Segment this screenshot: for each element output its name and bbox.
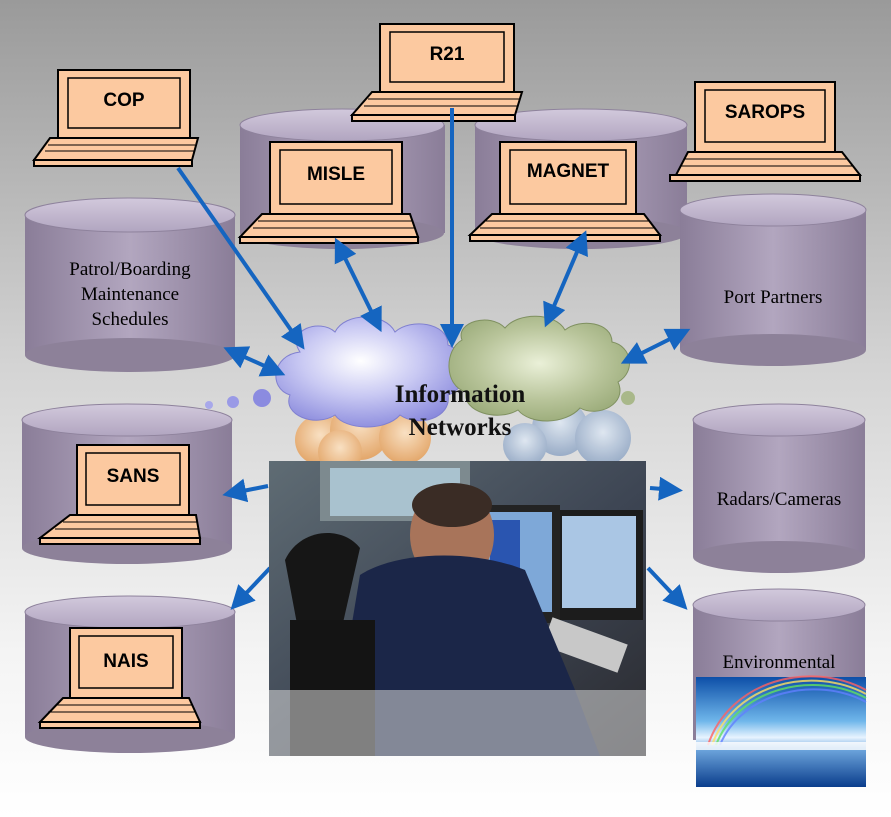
laptop-sans-label: SANS bbox=[106, 466, 160, 487]
laptop-cop bbox=[32, 69, 200, 167]
arrow-magnet bbox=[543, 230, 588, 328]
cloud-green bbox=[448, 315, 635, 422]
laptop-magnet-label: MAGNET bbox=[526, 161, 610, 182]
db-port-partners-cylinder bbox=[679, 193, 867, 366]
db-patrol-line3: Schedules bbox=[91, 309, 169, 330]
environmental-image bbox=[696, 675, 867, 787]
laptop-misle bbox=[237, 141, 420, 244]
connection-arrows bbox=[176, 108, 691, 610]
arrow-patrol bbox=[223, 346, 286, 377]
db-patrol-label: Patrol/Boarding Maintenance Schedules bbox=[25, 257, 235, 332]
laptop-cop-label: COP bbox=[103, 90, 145, 111]
laptop-r21-label: R21 bbox=[429, 44, 465, 65]
laptop-magnet bbox=[467, 141, 663, 242]
center-title: Information Networks bbox=[350, 378, 570, 444]
db-patrol-line1: Patrol/Boarding bbox=[69, 259, 191, 280]
center-title-line2: Networks bbox=[408, 414, 512, 441]
db-radars-cylinder bbox=[692, 403, 866, 573]
laptop-misle-label: MISLE bbox=[306, 164, 366, 185]
laptop-nais bbox=[37, 627, 202, 729]
laptop-sarops bbox=[669, 81, 863, 182]
cloud-blue bbox=[205, 316, 465, 428]
arrow-radars bbox=[649, 476, 683, 501]
laptop-r21 bbox=[349, 23, 524, 122]
db-port-partners-label: Port Partners bbox=[723, 287, 823, 308]
operator-photo bbox=[269, 461, 646, 756]
center-title-line1: Information bbox=[394, 381, 526, 408]
db-patrol-cylinder bbox=[24, 197, 236, 372]
arrow-port bbox=[620, 328, 691, 364]
laptop-sarops-label: SAROPS bbox=[724, 102, 806, 123]
laptop-nais-label: NAIS bbox=[103, 651, 149, 672]
db-patrol-line2: Maintenance bbox=[80, 284, 180, 305]
db-environmental-label: Environmental bbox=[722, 652, 836, 673]
arrow-misle bbox=[334, 237, 382, 333]
arrow-nais bbox=[230, 566, 272, 610]
arrow-environmental bbox=[646, 566, 688, 610]
arrow-sans bbox=[222, 478, 269, 503]
laptop-sans bbox=[37, 444, 202, 545]
db-radars-label: Radars/Cameras bbox=[716, 489, 842, 510]
arrow-cop bbox=[176, 166, 305, 350]
